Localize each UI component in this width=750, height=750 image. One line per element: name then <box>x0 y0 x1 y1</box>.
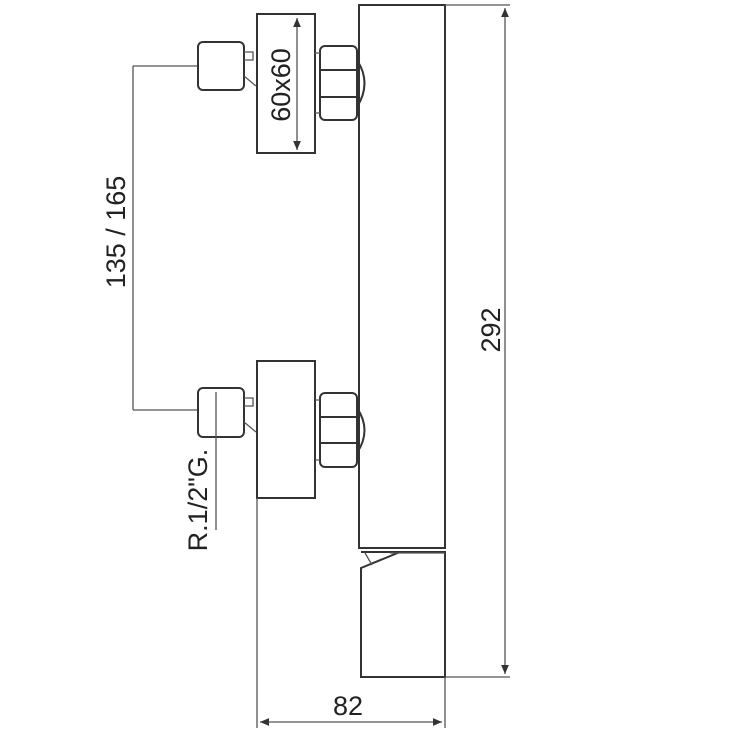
inlet-spacing-label: 135 / 165 <box>101 176 131 289</box>
plate-size-label: 60x60 <box>266 48 296 122</box>
mixer-body <box>358 4 446 678</box>
thread-label: R.1/2"G. <box>183 449 213 552</box>
dimension-lines <box>132 4 510 728</box>
bottom-wall-plate <box>256 360 316 499</box>
top-wall-plate <box>256 13 316 154</box>
bottom-nut <box>315 392 366 468</box>
top-nut <box>315 45 366 121</box>
top-inlet-connector <box>197 41 257 91</box>
height-label: 292 <box>476 307 506 352</box>
depth-label: 82 <box>333 691 363 721</box>
bottom-inlet-connector <box>197 387 257 530</box>
